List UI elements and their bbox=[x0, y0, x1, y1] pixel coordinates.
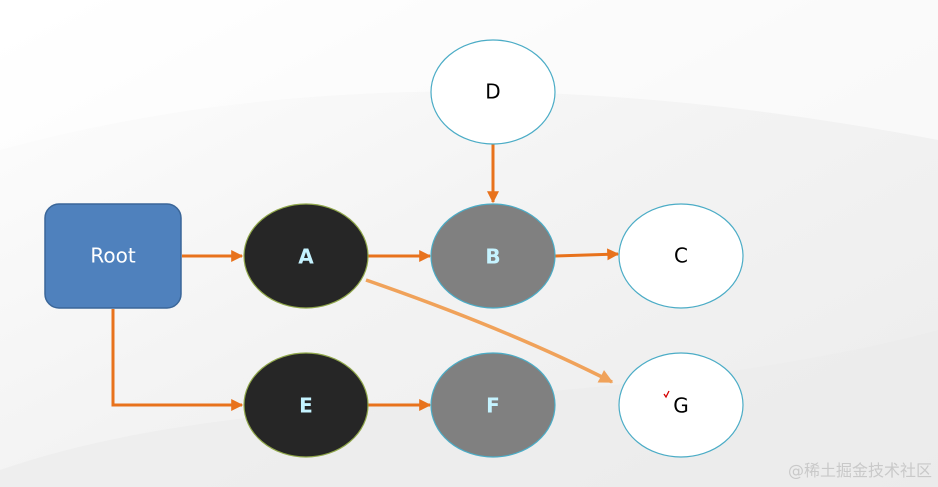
node-b-shape bbox=[430, 203, 556, 309]
edge-b-c bbox=[554, 248, 620, 261]
node-c-shape bbox=[618, 203, 744, 309]
node-g-shape bbox=[618, 352, 744, 458]
node-d-label: D bbox=[485, 80, 500, 104]
node-f-shape bbox=[430, 352, 556, 458]
node-root-shape bbox=[44, 203, 182, 309]
node-d-shape bbox=[430, 39, 556, 145]
node-a-shape bbox=[243, 203, 369, 309]
red-tick-mark bbox=[663, 390, 670, 399]
edge-a-g bbox=[365, 278, 614, 384]
node-a-label: A bbox=[298, 245, 314, 269]
node-g-label: G bbox=[673, 394, 689, 418]
watermark: @稀土掘金技术社区 bbox=[787, 461, 932, 480]
node-root-label: Root bbox=[90, 244, 135, 268]
node-e-label: E bbox=[299, 394, 313, 418]
node-f-label: F bbox=[486, 394, 500, 418]
node-b-label: B bbox=[485, 245, 500, 269]
edge-root-e bbox=[111, 309, 244, 411]
node-c-label: C bbox=[674, 244, 688, 268]
node-e-shape bbox=[243, 352, 369, 458]
